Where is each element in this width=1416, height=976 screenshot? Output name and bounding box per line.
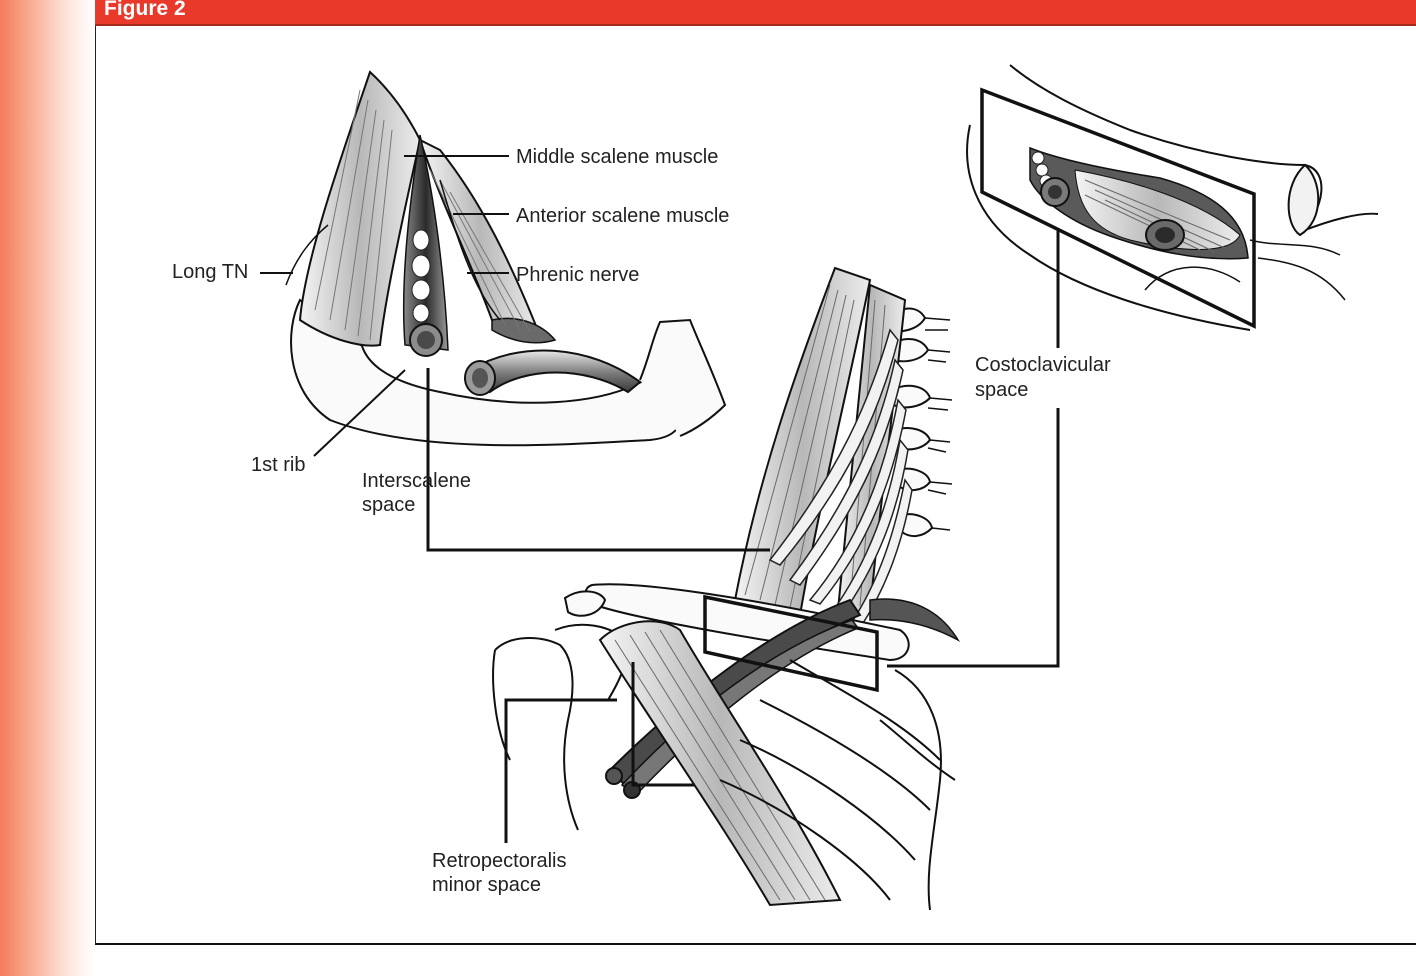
costoclavicular-label-line2: space — [975, 379, 1028, 401]
costoclavicular-frame — [980, 87, 1256, 329]
figure-header-bar: Figure 2 — [95, 0, 1416, 26]
figure-label: Figure 2 — [104, 0, 186, 20]
pectoralis-minor-muscle — [598, 620, 842, 907]
costoclavicular-label-line1: Costoclavicular — [975, 354, 1111, 376]
anterior-scalene-label: Anterior scalene muscle — [516, 205, 729, 227]
long-thoracic-nerve-path — [285, 224, 329, 286]
interscalene-inset — [285, 70, 727, 447]
subclavian-vessel — [468, 349, 642, 394]
retropectoralis-label-line2: minor space — [432, 874, 541, 896]
first-rib-label: 1st rib — [251, 454, 305, 476]
costoclavicular-inset — [966, 64, 1379, 331]
middle-scalene-muscle — [298, 70, 422, 347]
retropectoralis-label-line1: Retropectoralis — [432, 850, 567, 872]
middle-scalene-label: Middle scalene muscle — [516, 146, 718, 168]
phrenic-nerve-label: Phrenic nerve — [516, 264, 639, 286]
side-gradient-decoration — [0, 0, 95, 976]
leader-lines — [260, 155, 1060, 843]
interscalene-label-line1: Interscalene — [362, 470, 471, 492]
main-costoclavicular-frame — [703, 594, 879, 693]
interscalene-label-line2: space — [362, 494, 415, 516]
phrenic-nerve-path — [439, 179, 501, 321]
main-illustration — [492, 266, 961, 911]
long-tn-label: Long TN — [172, 261, 248, 283]
